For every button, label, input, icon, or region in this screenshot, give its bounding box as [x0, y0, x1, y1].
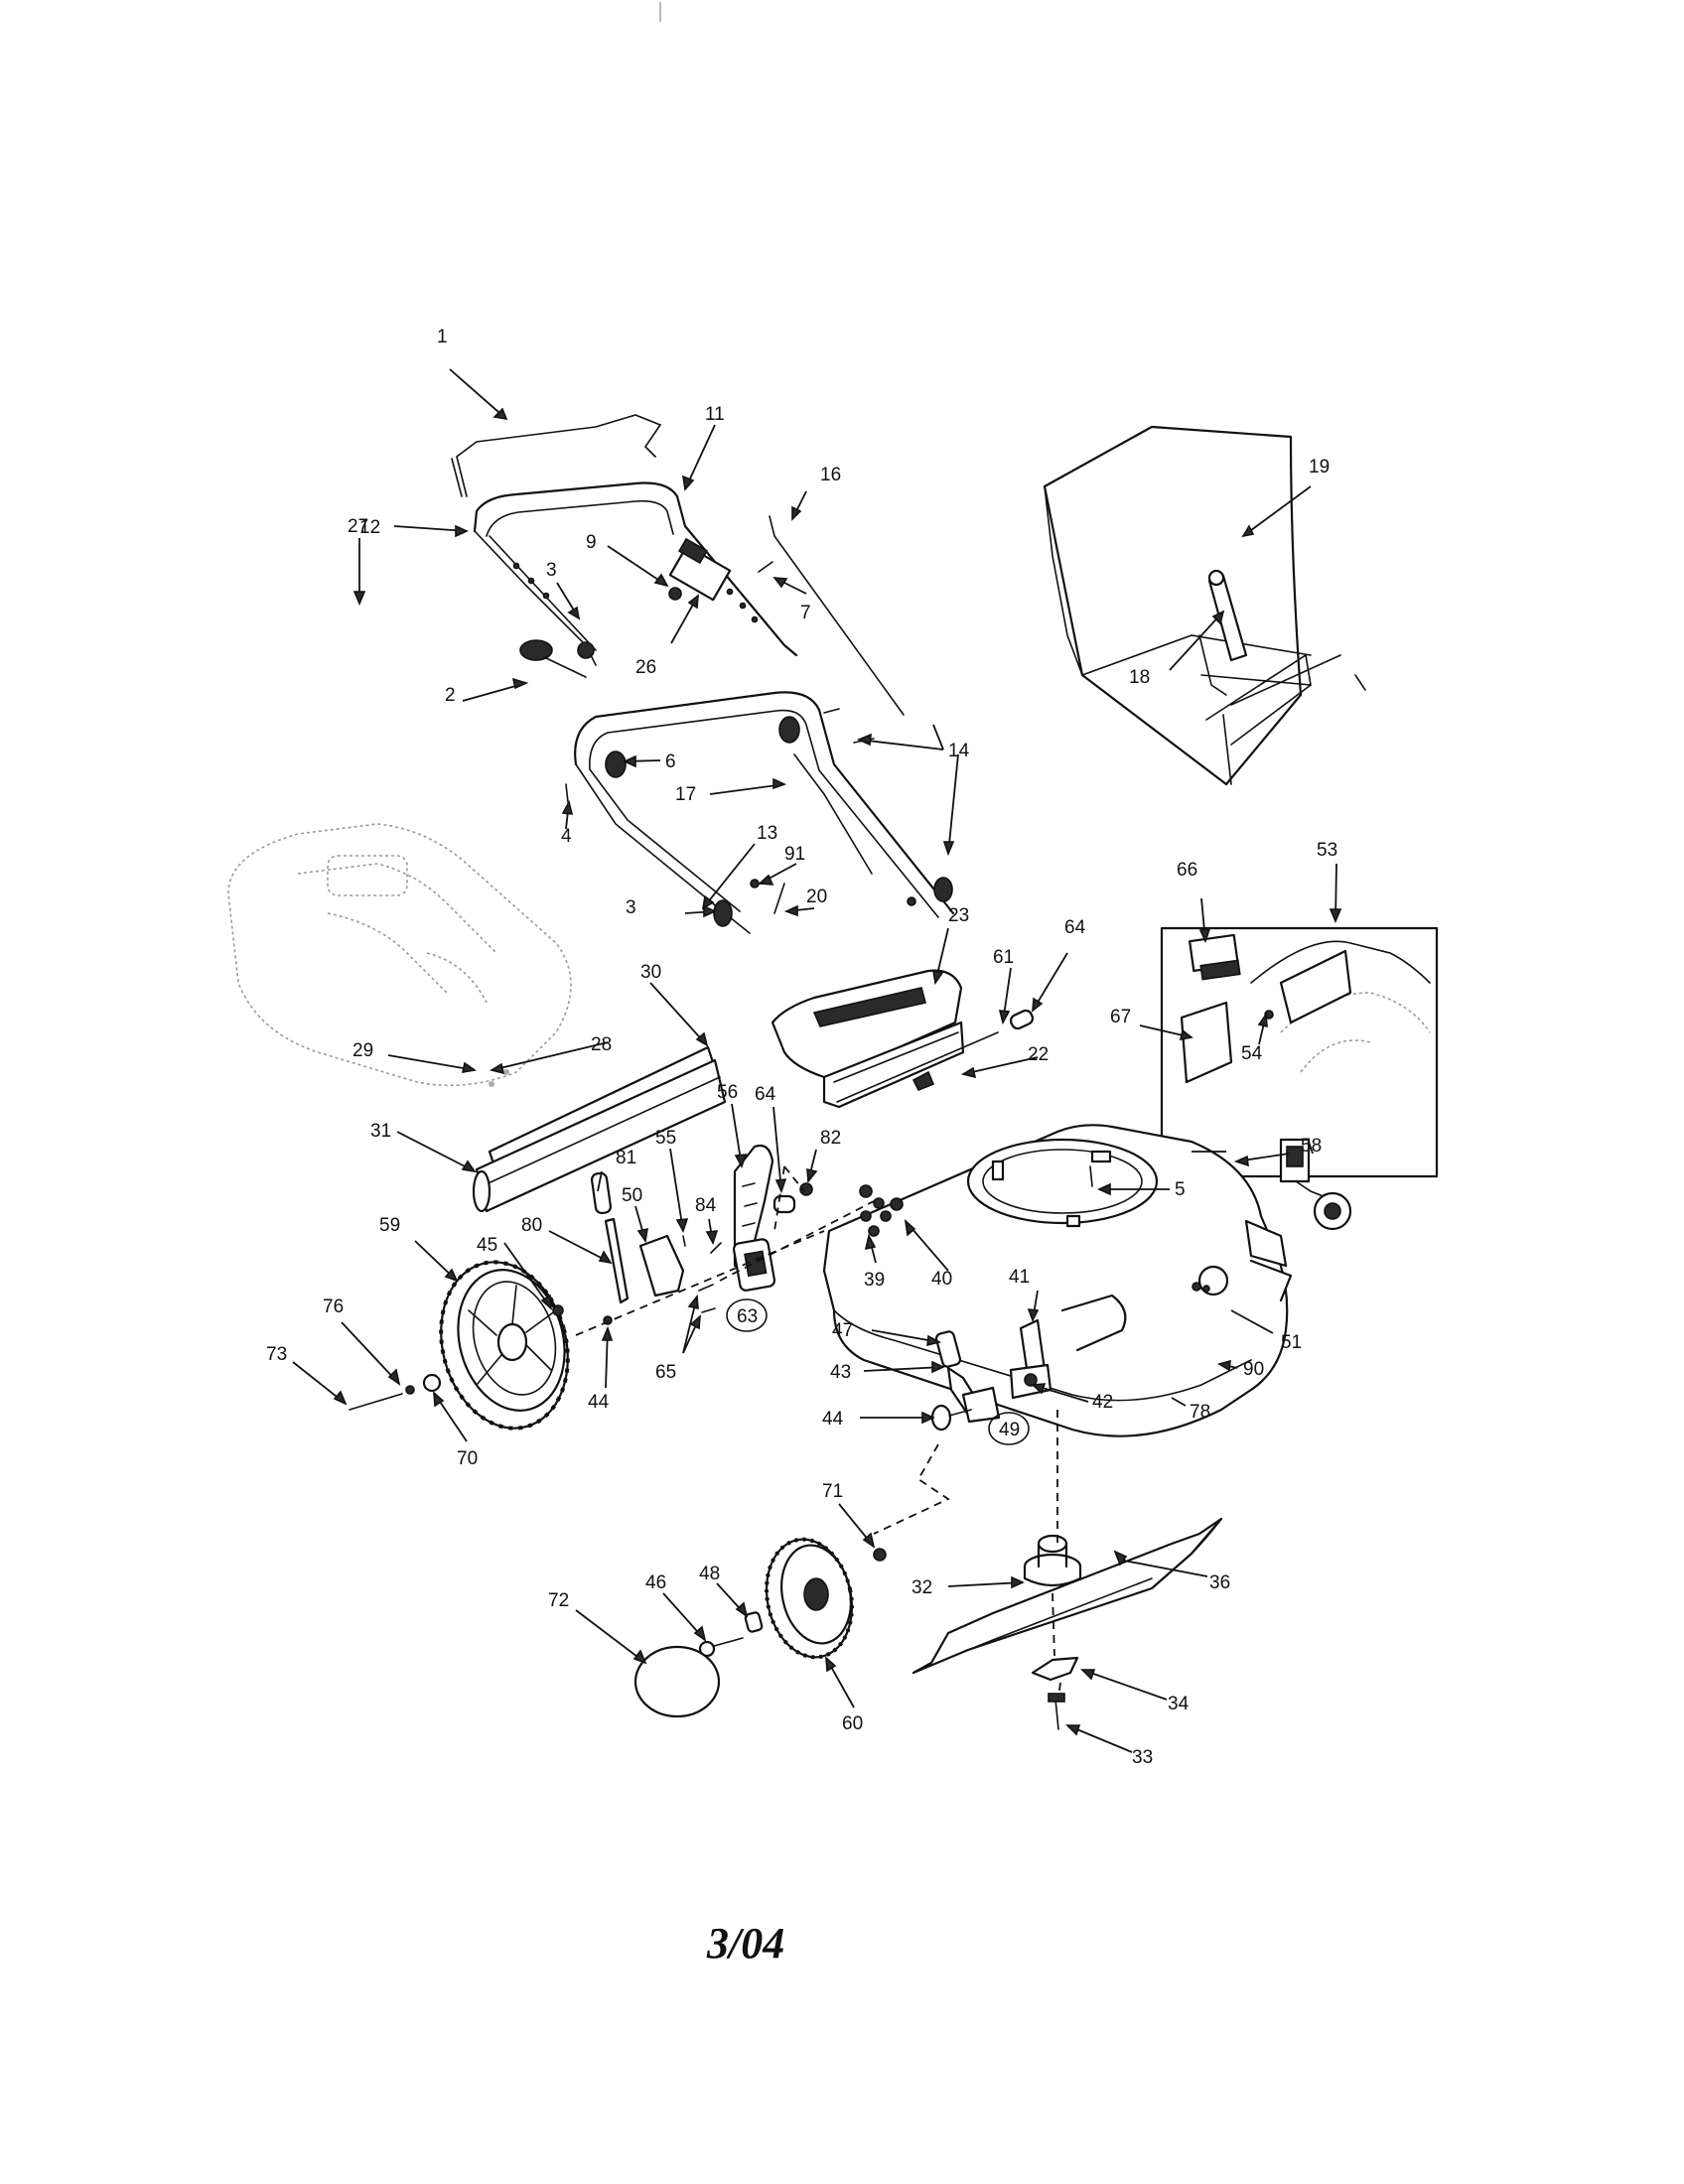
leader-lines — [292, 368, 1342, 1753]
callout-63-circle — [726, 1298, 768, 1332]
callout-12: 12 — [359, 517, 380, 538]
callout-19: 19 — [1309, 457, 1330, 478]
callout-11: 11 — [705, 404, 725, 425]
callout-49: 49 — [999, 1420, 1020, 1440]
callout-90: 90 — [1243, 1359, 1264, 1380]
callout-14: 14 — [948, 741, 970, 761]
callout-81: 81 — [616, 1148, 636, 1168]
callout-73: 73 — [266, 1344, 287, 1365]
callout-labels: 1 2 3 3 4 5 6 7 9 11 12 13 14 16 17 18 1… — [266, 327, 1337, 1768]
callout-6: 6 — [665, 751, 676, 772]
upper-handle — [473, 481, 798, 657]
callout-33: 33 — [1132, 1747, 1153, 1768]
callout-58: 58 — [1301, 1136, 1322, 1157]
callout-2: 2 — [445, 685, 456, 706]
callout-17: 17 — [675, 784, 696, 805]
callout-54: 54 — [1241, 1043, 1263, 1064]
callout-49-circle — [988, 1412, 1030, 1445]
rear-guard — [771, 969, 1035, 1109]
callout-40: 40 — [931, 1269, 952, 1290]
control-bail — [456, 414, 662, 497]
control-housing — [668, 544, 732, 602]
callout-91: 91 — [784, 844, 805, 865]
upper-handle-assembly — [451, 414, 905, 716]
callout-23: 23 — [948, 905, 969, 926]
callout-56: 56 — [717, 1082, 738, 1103]
callout-66: 66 — [1177, 860, 1197, 881]
callout-43: 43 — [830, 1362, 851, 1383]
blade-assembly — [912, 1517, 1223, 1730]
callout-78: 78 — [1190, 1402, 1210, 1423]
callout-34: 34 — [1168, 1694, 1190, 1714]
rear-flap — [472, 1045, 727, 1213]
callout-70: 70 — [457, 1448, 478, 1469]
control-cable — [769, 515, 905, 716]
rear-wheel-left — [349, 1260, 570, 1431]
callout-32: 32 — [912, 1577, 932, 1598]
callout-65: 65 — [655, 1362, 676, 1383]
left-height-adjuster — [682, 1144, 813, 1313]
callout-47: 47 — [832, 1320, 853, 1341]
callout-82: 82 — [820, 1128, 841, 1149]
mower-deck — [822, 1124, 1293, 1437]
callout-71: 71 — [822, 1481, 843, 1502]
callout-50: 50 — [622, 1185, 642, 1206]
callout-9: 9 — [586, 532, 597, 553]
callout-55: 55 — [655, 1128, 676, 1149]
callout-46: 46 — [645, 1572, 666, 1593]
callout-44-front: 44 — [822, 1409, 844, 1430]
callout-64-left: 64 — [755, 1084, 776, 1105]
lower-handle-knob — [605, 751, 627, 778]
callout-39: 39 — [864, 1270, 885, 1291]
callout-29: 29 — [352, 1040, 373, 1061]
callout-53: 53 — [1317, 840, 1337, 861]
callout-18: 18 — [1129, 667, 1150, 688]
lower-handle — [574, 691, 955, 915]
callout-7: 7 — [800, 603, 811, 623]
left-bracket — [590, 1171, 685, 1325]
callout-13: 13 — [757, 823, 777, 844]
callout-27: 27 — [348, 516, 368, 537]
callout-4: 4 — [561, 826, 572, 847]
callout-61: 61 — [993, 947, 1014, 968]
engine-control — [1279, 1138, 1352, 1231]
callout-41: 41 — [1009, 1267, 1030, 1288]
callout-16: 16 — [820, 465, 841, 485]
callout-28: 28 — [591, 1034, 612, 1055]
callout-45: 45 — [477, 1235, 497, 1256]
callout-64-right: 64 — [1064, 917, 1086, 938]
callout-63: 63 — [737, 1306, 758, 1327]
front-wheel-right — [633, 1537, 887, 1718]
callout-84: 84 — [695, 1195, 717, 1216]
callout-67: 67 — [1110, 1007, 1131, 1027]
callout-59: 59 — [379, 1215, 400, 1236]
callout-3-lower: 3 — [626, 897, 636, 918]
callout-3-upper: 3 — [546, 560, 557, 581]
callout-20: 20 — [806, 887, 827, 907]
callout-22: 22 — [1028, 1044, 1049, 1065]
lower-handle-assembly — [565, 691, 955, 934]
callout-80: 80 — [521, 1215, 542, 1236]
grass-bag — [1043, 425, 1366, 786]
callout-26: 26 — [635, 657, 656, 678]
handle-knob — [519, 639, 595, 678]
callout-31: 31 — [370, 1121, 391, 1142]
assembly-lines — [575, 1165, 1061, 1699]
callout-5: 5 — [1175, 1179, 1186, 1200]
callout-48: 48 — [699, 1564, 720, 1584]
callout-44-left: 44 — [588, 1392, 610, 1413]
lower-cable — [793, 753, 873, 875]
date-code: 3/04 — [706, 1919, 784, 1968]
callout-76: 76 — [323, 1297, 344, 1317]
engine-outline-faint — [227, 823, 572, 1087]
callout-30: 30 — [640, 962, 661, 983]
callout-42: 42 — [1092, 1392, 1113, 1413]
callout-51: 51 — [1281, 1332, 1302, 1353]
callout-36: 36 — [1209, 1572, 1230, 1593]
callout-1: 1 — [437, 327, 448, 347]
callout-60: 60 — [842, 1713, 863, 1734]
callout-72: 72 — [548, 1590, 569, 1611]
